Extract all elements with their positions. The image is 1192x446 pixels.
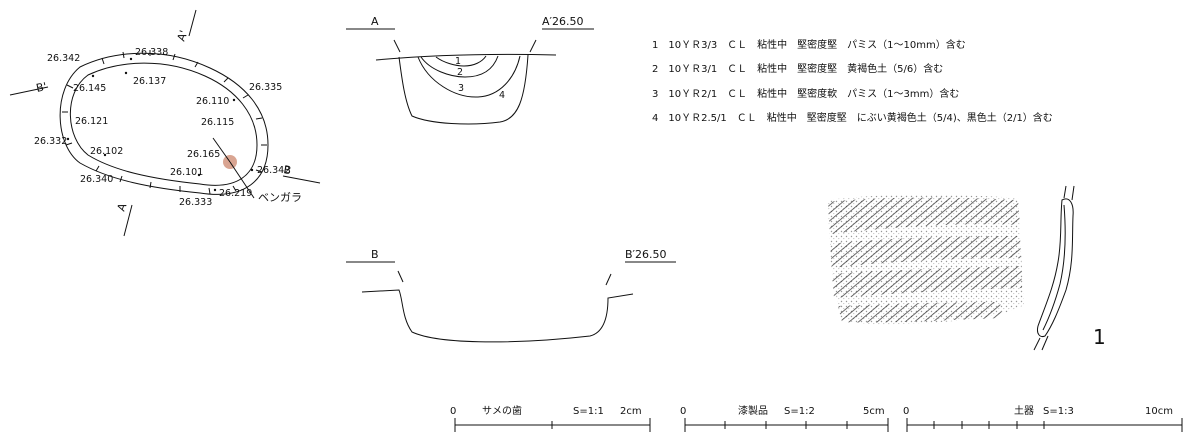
scale-max: 2cm: [620, 406, 642, 417]
section-a-layer4-line: [417, 55, 521, 98]
section-b-right-label: B′26.50: [625, 248, 667, 261]
section-a-pit-profile: [398, 54, 529, 125]
section-b-view: B B′26.50: [346, 248, 676, 343]
bengara-label: ベンガラ: [258, 191, 302, 204]
section-a-ground-line: [375, 53, 557, 61]
section-mark-b-right: B: [282, 163, 292, 177]
layer-label-1: 1: [455, 56, 461, 67]
scale-name: サメの歯: [482, 404, 522, 417]
layer-label-2: 2: [457, 67, 463, 78]
pit-outer-outline: [59, 52, 269, 195]
leader-line: [212, 137, 231, 163]
legend-line-1: 1 10ＹＲ3/3 ＣＬ 粘性中 堅密度堅 パミス（1～10mm）含む: [652, 38, 966, 51]
elevation-label: 26.137: [133, 76, 166, 87]
layer-label-4: 4: [499, 90, 505, 101]
section-line-a-bottom: [123, 204, 133, 237]
elevation-label: 26.332: [34, 136, 67, 147]
elevation-label: 26.165: [187, 149, 220, 160]
section-mark-a-bottom: A: [115, 201, 130, 213]
section-line-b-left: [9, 86, 49, 96]
plan-view: A' A B' B 26.338 26.342 26.137 26.145 26…: [9, 9, 321, 237]
bengara-leader-line: [229, 161, 255, 199]
legend-line-4: 4 10ＹＲ2.5/1 ＣＬ 粘性中 堅密度堅 にぶい黄褐色土（5/4)、黒色土…: [652, 111, 1053, 124]
scale-zero: 0: [680, 406, 686, 417]
section-b-right-tick: [605, 273, 612, 286]
scale-bar-shark-tooth: 0 サメの歯 S=1:1 2cm: [450, 404, 651, 432]
section-line-a-top: [188, 9, 197, 37]
sherd-profile-extension: [1033, 337, 1041, 351]
pit-inner-outline: [69, 62, 258, 186]
sherd-profile-extension: [1041, 335, 1049, 351]
section-b-left-tick: [397, 270, 404, 283]
scale-ratio: S=1:3: [1043, 406, 1074, 417]
elevation-label: 26.335: [249, 82, 282, 93]
scale-name: 漆製品: [738, 404, 768, 417]
section-b-left-label: B: [371, 248, 379, 261]
scale-bar-pottery: 0 土器 S=1:3 10cm: [903, 404, 1183, 432]
sherd-profile: [1037, 198, 1074, 337]
elevation-label: 26.340: [80, 174, 113, 185]
elevation-label: 26.219: [219, 188, 252, 199]
section-b-pit-profile: [361, 289, 634, 343]
section-mark-b-left: B': [35, 80, 48, 95]
elevation-label: 26.101: [170, 167, 203, 178]
artifact-number: 1: [1093, 325, 1106, 349]
scale-zero: 0: [903, 406, 909, 417]
scale-name: 土器: [1014, 404, 1034, 417]
sherd-hatched-bands: [828, 197, 1022, 323]
sherd-profile-extension: [1063, 185, 1067, 199]
legend-line-2: 2 10ＹＲ3/1 ＣＬ 粘性中 堅密度堅 黄褐色土（5/6）含む: [652, 62, 943, 75]
elevation-label: 26.121: [75, 116, 108, 127]
scale-bar-lacquerware: 0 漆製品 S=1:2 5cm: [680, 404, 889, 432]
elevation-label: 26.338: [135, 47, 168, 58]
layer-label-3: 3: [458, 83, 464, 94]
sherd-profile-extension: [1071, 185, 1075, 201]
scale-zero: 0: [450, 406, 456, 417]
elevation-label: 26.333: [179, 197, 212, 208]
section-a-layer1-line: [435, 55, 487, 67]
elevation-label: 26.342: [257, 165, 290, 176]
elevation-points: 26.338 26.342 26.137 26.145 26.335 26.11…: [34, 47, 290, 208]
layer-legend: 1 10ＹＲ3/3 ＣＬ 粘性中 堅密度堅 パミス（1～10mm）含む 2 10…: [652, 38, 1053, 124]
pottery-sherd-drawing: 1: [828, 185, 1106, 351]
elevation-label: 26.342: [47, 53, 80, 64]
scale-max: 5cm: [863, 406, 885, 417]
elevation-label: 26.115: [201, 117, 234, 128]
legend-line-3: 3 10ＹＲ2/1 ＣＬ 粘性中 堅密度軟 パミス（1～3mm）含む: [652, 87, 959, 100]
section-line-b-right: [282, 175, 321, 184]
section-a-left-label: A: [371, 15, 379, 28]
section-a-left-tick: [393, 39, 401, 53]
scale-ratio: S=1:1: [573, 406, 604, 417]
section-a-layer2-line: [420, 55, 499, 78]
scale-ratio: S=1:2: [784, 406, 815, 417]
section-a-right-label: A′26.50: [542, 15, 584, 28]
section-a-right-tick: [529, 39, 537, 53]
elevation-label: 26.110: [196, 96, 229, 107]
section-mark-a-top: A': [175, 29, 191, 43]
sherd-profile-inner: [1042, 204, 1066, 331]
scale-max: 10cm: [1145, 406, 1173, 417]
pit-tick-marks: [62, 50, 267, 195]
elevation-label: 26.145: [73, 83, 106, 94]
section-a-view: A A′26.50 1 2 3 4: [346, 15, 594, 125]
elevation-label: 26.102: [90, 146, 123, 157]
